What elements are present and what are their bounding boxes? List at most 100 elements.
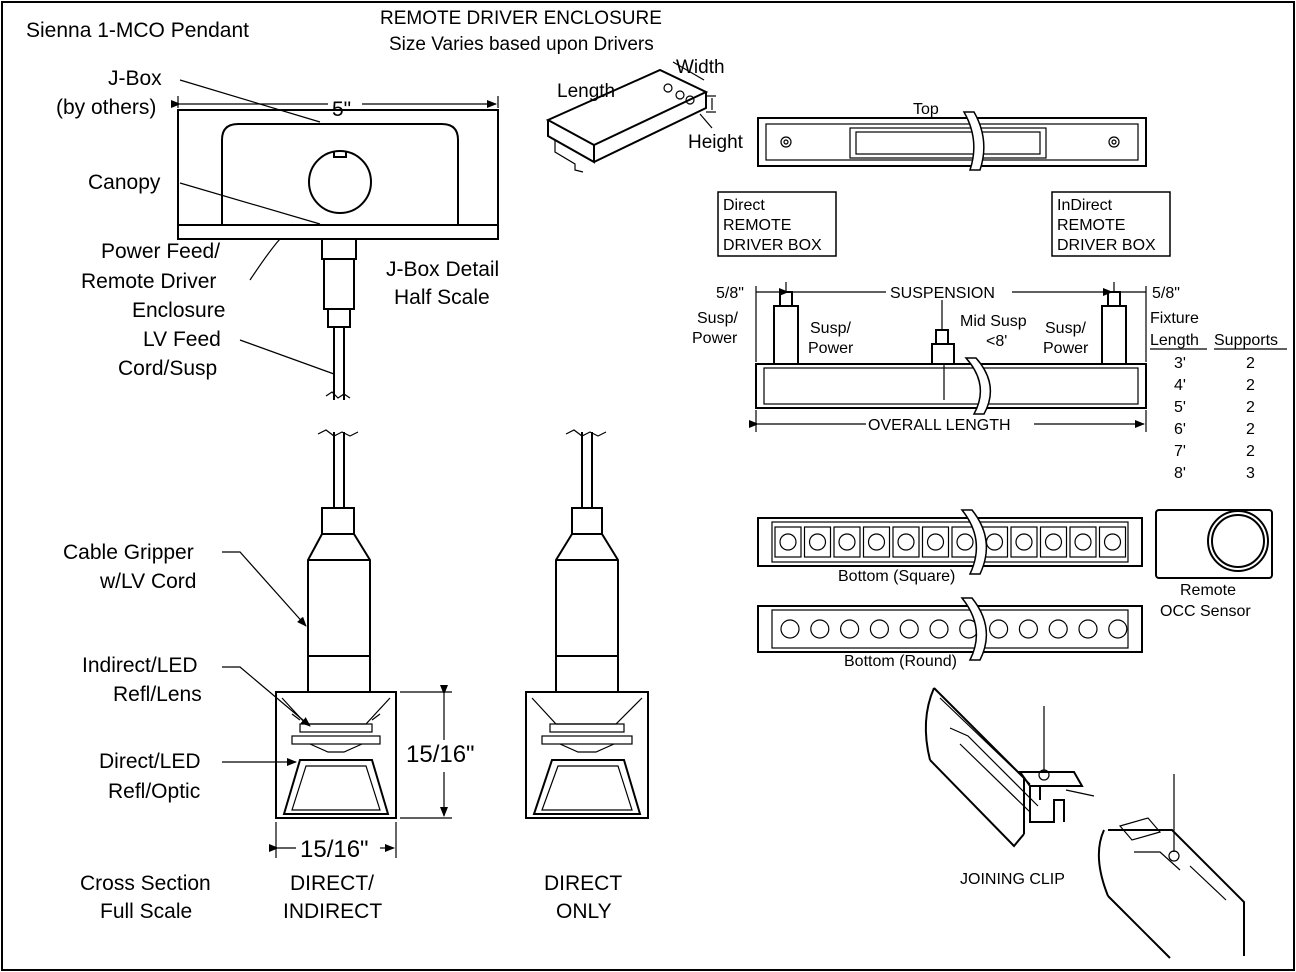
direct-only-label-2: ONLY	[556, 900, 612, 923]
direct-indirect-label-2: INDIRECT	[283, 900, 382, 923]
table-cell-supports: 2	[1246, 399, 1255, 416]
round-optic-lens	[1078, 619, 1098, 639]
table-cell-length: 4'	[1174, 377, 1186, 394]
square-optic-lens	[1103, 533, 1122, 551]
square-optic-cell	[803, 526, 832, 558]
direct-box-line-1: Direct	[723, 197, 765, 214]
cs-caption-1: Cross Section	[80, 872, 211, 895]
round-optic-lens	[988, 619, 1009, 639]
remote-driver-heading: REMOTE DRIVER ENCLOSURE	[380, 8, 662, 29]
occ-sensor	[1155, 509, 1273, 579]
mid-susp-2: <8'	[986, 333, 1007, 350]
susp-inner-1: Susp/	[810, 320, 851, 337]
susp-outer-1: Susp/	[697, 310, 738, 327]
driver-height-label: Height	[688, 132, 744, 153]
occ-sensor-label-2: OCC Sensor	[1160, 603, 1251, 620]
jbox-detail-caption-1: J-Box Detail	[386, 258, 499, 281]
bottom-round-label: Bottom (Round)	[844, 653, 957, 670]
cross-section-direct-indirect	[269, 429, 452, 858]
cable-gripper-label-1: Cable Gripper	[63, 541, 194, 564]
direct-led-label-1: Direct/LED	[99, 750, 201, 773]
round-optic-lens	[1048, 619, 1068, 639]
lv-feed-leader	[239, 339, 335, 375]
square-optic-cell	[1069, 526, 1097, 558]
cable-gripper-leader	[222, 551, 307, 627]
occ-sensor-label-1: Remote	[1180, 582, 1236, 599]
table-header-length: Length	[1150, 332, 1199, 349]
power-feed-label-1: Power Feed/	[101, 240, 220, 263]
table-cell-supports: 2	[1246, 377, 1255, 394]
direct-box-line-2: REMOTE	[723, 217, 791, 234]
jbox-detail	[171, 96, 499, 400]
susp-inner-2: Power	[808, 340, 854, 357]
jbox-label-2: (by others)	[56, 96, 156, 119]
canopy-label: Canopy	[88, 171, 161, 194]
power-feed-label-2: Remote Driver	[81, 270, 216, 293]
round-optic-lens	[899, 619, 919, 639]
round-optic-lens	[839, 619, 860, 639]
power-feed-label-3: Enclosure	[132, 299, 225, 322]
round-optic-lens	[1018, 619, 1039, 639]
square-optic-lens	[838, 533, 856, 551]
cross-section-direct-only	[525, 429, 649, 819]
square-optic-cell	[1010, 526, 1038, 558]
jbox-leader	[179, 79, 321, 123]
suspension-dim-label: SUSPENSION	[890, 285, 995, 302]
right-offset-dim: 5/8"	[1152, 285, 1180, 302]
table-cell-length: 8'	[1174, 465, 1186, 482]
driver-width-label: Width	[676, 57, 725, 78]
table-cell-length: 7'	[1174, 443, 1186, 460]
cable-gripper-label-2: w/LV Cord	[99, 570, 196, 593]
bottom-square-label: Bottom (Square)	[838, 568, 955, 585]
table-header-fixture: Fixture	[1150, 310, 1199, 327]
direct-driver-box	[717, 191, 837, 257]
driver-enclosure-drawing	[545, 61, 716, 173]
round-optic-lens	[929, 619, 949, 639]
square-optic-cell	[1098, 526, 1127, 558]
square-optic-cell	[892, 526, 920, 558]
indirect-box-line-3: DRIVER BOX	[1057, 237, 1156, 254]
square-optic-lens	[1074, 533, 1092, 551]
square-optic-lens	[1044, 533, 1063, 551]
indirect-box-line-1: InDirect	[1057, 197, 1113, 214]
bottom-round-view	[757, 597, 1143, 661]
lv-feed-label-2: Cord/Susp	[118, 357, 217, 380]
jbox-width-dim: 5"	[332, 98, 351, 121]
susp-right-1: Susp/	[1045, 320, 1086, 337]
table-header-supports: Supports	[1214, 332, 1278, 349]
table-cell-supports: 2	[1246, 355, 1255, 372]
remote-driver-subheading: Size Varies based upon Drivers	[389, 34, 654, 55]
indirect-box-line-2: REMOTE	[1057, 217, 1125, 234]
bottom-square-view	[757, 509, 1143, 575]
square-optic-cell	[833, 526, 861, 558]
square-optic-cell	[921, 526, 950, 558]
direct-only-label-1: DIRECT	[544, 872, 622, 895]
table-cell-supports: 3	[1246, 465, 1255, 482]
indirect-led-label-1: Indirect/LED	[82, 654, 198, 677]
top-view-fixture	[757, 111, 1147, 171]
square-optic-lens	[867, 533, 886, 551]
jbox-label-1: J-Box	[108, 67, 162, 90]
cs-width-dim: 15/16"	[300, 836, 369, 863]
supports-table: Fixture Length Supports 3'24'25'26'27'28…	[1150, 310, 1287, 482]
square-optic-lens	[897, 533, 915, 551]
square-optic-lens	[808, 533, 827, 551]
susp-outer-2: Power	[692, 330, 738, 347]
round-optic-lens	[1108, 619, 1128, 639]
indirect-driver-box	[1051, 191, 1171, 257]
square-optic-lens	[926, 533, 945, 551]
power-feed-leader	[249, 238, 281, 281]
jbox-detail-caption-2: Half Scale	[394, 286, 490, 309]
square-optic-cell	[774, 526, 802, 558]
square-optic-lens	[985, 533, 1004, 551]
direct-box-line-3: DRIVER BOX	[723, 237, 822, 254]
round-optic-lens	[780, 619, 800, 639]
direct-indirect-label-1: DIRECT/	[290, 872, 374, 895]
top-view-label: Top	[913, 101, 939, 118]
cs-caption-2: Full Scale	[100, 900, 192, 923]
table-cell-length: 5'	[1174, 399, 1186, 416]
canopy-leader	[179, 182, 321, 225]
square-optic-lens	[956, 533, 974, 551]
